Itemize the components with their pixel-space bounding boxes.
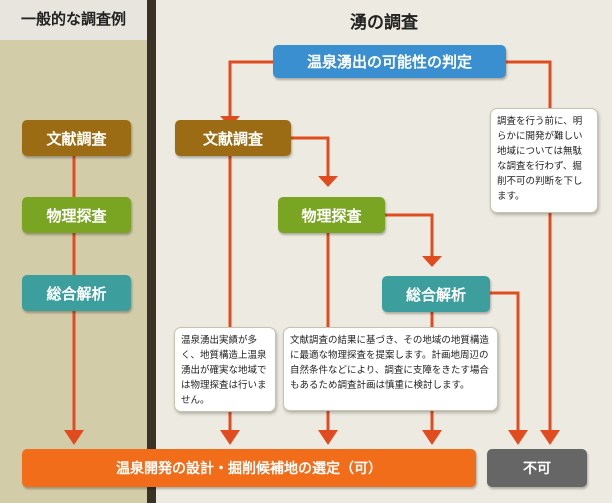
- left-step-literature: 文献調査: [22, 120, 131, 156]
- result-proceed: 温泉開発の設計・掘削候補地の選定（可）: [22, 449, 476, 487]
- arrow-analysis-to-ng: [490, 291, 520, 432]
- panel-divider: [147, 0, 156, 503]
- right-step-geophysics: 物理探査: [278, 197, 385, 233]
- left-step-analysis: 総合解析: [22, 275, 131, 311]
- result-not-feasible: 不可: [487, 449, 587, 487]
- arrow-judgment-to-ng: [505, 60, 552, 432]
- right-step-literature: 文献調査: [175, 120, 291, 156]
- arrowhead-ng-1: [508, 430, 528, 445]
- left-panel-title: 一般的な調査例: [20, 10, 126, 28]
- arrowhead-ok-1: [220, 430, 240, 445]
- judgment-box: 温泉湧出の可能性の判定: [273, 45, 506, 78]
- arrowhead-ok-2: [318, 430, 338, 445]
- arrowhead-analysis: [422, 256, 442, 267]
- arrow-judgment-to-literature: [228, 60, 275, 121]
- note-skip-geophysics: 温泉湧出実績が多く、地質構造上温泉湧出が確実な地域では物理探査は行いません。: [174, 327, 276, 412]
- note-skip-unfeasible: 調査を行う前に、明らかに開発が難しい地域については無駄な調査を行わず、掘削不可の…: [490, 108, 598, 213]
- right-panel-title: 湧の調査: [350, 13, 418, 33]
- right-panel: [156, 0, 612, 503]
- left-step-geophysics: 物理探査: [22, 197, 131, 233]
- arrowhead-ok-3: [422, 430, 442, 445]
- note-survey-plan: 文献調査の結果に基づき、その地域の地質構造に最適な物理探査を提案します。計画地周…: [283, 327, 498, 411]
- left-header-band: [0, 0, 147, 40]
- arrowhead-left: [64, 430, 84, 445]
- right-step-analysis: 総合解析: [382, 276, 490, 312]
- arrow-literature-to-geophysics: [290, 136, 330, 181]
- arrow-geophysics-to-analysis: [385, 213, 434, 261]
- arrowhead-ng-2: [540, 430, 560, 445]
- arrowhead-geophysics: [318, 176, 338, 187]
